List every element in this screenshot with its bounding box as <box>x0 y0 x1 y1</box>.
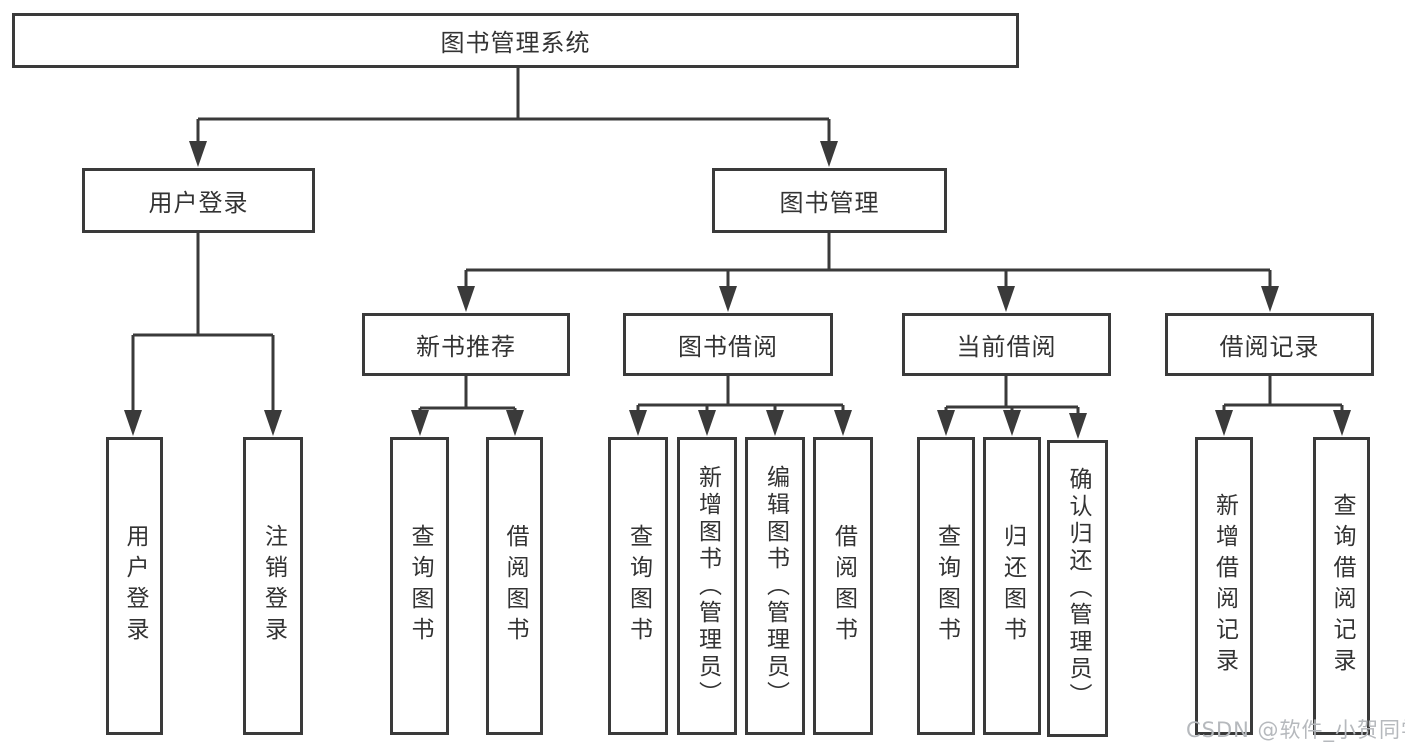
node-label: 用户登录 <box>148 189 249 217</box>
arrowhead <box>820 141 838 167</box>
node-library-management-system: 图书管理系统 <box>12 13 1019 68</box>
arrowhead <box>264 410 282 436</box>
node-user-login: 用户登录 <box>82 168 315 233</box>
arrowhead <box>766 410 784 436</box>
arrowhead <box>629 410 647 436</box>
node-leaf-logout: 注销登录 <box>243 437 303 735</box>
arrowhead <box>937 410 955 436</box>
connector-recommend-to-leaves <box>418 376 517 412</box>
node-label: 借阅图书 <box>830 524 857 648</box>
arrowhead <box>1215 410 1233 436</box>
node-label: 借阅图书 <box>502 524 528 648</box>
node-label: 编辑图书（管理员） <box>762 464 789 708</box>
node-leaf-add-books-admin: 新增图书（管理员） <box>677 437 737 735</box>
arrowhead <box>1003 410 1021 436</box>
node-new-book-recommendation: 新书推荐 <box>362 313 570 376</box>
arrowhead <box>997 286 1015 312</box>
node-leaf-query-books-current: 查询图书 <box>917 437 975 735</box>
node-label: 当前借阅 <box>956 333 1057 361</box>
node-book-borrowing: 图书借阅 <box>623 313 833 376</box>
arrowhead <box>1333 410 1351 436</box>
node-book-management: 图书管理 <box>712 168 947 233</box>
arrowhead <box>1261 286 1279 312</box>
node-label: 图书管理系统 <box>440 29 591 57</box>
node-leaf-query-books-recommend: 查询图书 <box>390 437 449 735</box>
node-label: 查询图书 <box>407 524 433 648</box>
connector-records-to-leaves <box>1222 376 1344 412</box>
node-label: 图书借阅 <box>678 333 778 361</box>
node-label: 新书推荐 <box>416 333 516 361</box>
node-leaf-confirm-return-admin: 确认归还（管理员） <box>1047 440 1108 737</box>
arrowhead <box>189 141 207 167</box>
node-label: 用户登录 <box>122 524 148 648</box>
arrowhead <box>124 410 142 436</box>
connector-userlogin-to-leaves <box>131 233 275 412</box>
node-leaf-borrow-books: 借阅图书 <box>813 437 873 735</box>
arrowhead <box>506 410 524 436</box>
arrowheads <box>124 141 1351 439</box>
connector-bookmgmt-to-level3 <box>464 233 1272 288</box>
connector-group <box>131 68 1344 415</box>
node-label: 查询借阅记录 <box>1329 493 1355 679</box>
node-current-borrowing: 当前借阅 <box>902 313 1111 376</box>
node-leaf-user-login: 用户登录 <box>106 437 163 735</box>
node-leaf-borrow-books-recommend: 借阅图书 <box>486 437 543 735</box>
node-leaf-edit-books-admin: 编辑图书（管理员） <box>745 437 805 735</box>
connector-root-to-level2 <box>196 68 831 143</box>
arrowhead <box>411 410 429 436</box>
node-label: 注销登录 <box>260 524 287 648</box>
node-label: 归还图书 <box>999 524 1026 648</box>
node-leaf-add-borrow-record: 新增借阅记录 <box>1195 437 1253 735</box>
node-borrowing-records: 借阅记录 <box>1165 313 1374 376</box>
node-label: 查询图书 <box>933 524 960 648</box>
connector-current-to-leaves <box>944 376 1080 415</box>
node-label: 新增图书（管理员） <box>694 464 721 708</box>
node-label: 图书管理 <box>779 189 880 217</box>
node-label: 新增借阅记录 <box>1211 493 1238 679</box>
arrowhead <box>834 410 852 436</box>
connector-borrowing-to-leaves <box>636 376 845 412</box>
arrowhead <box>457 286 475 312</box>
arrowhead <box>719 286 737 312</box>
csdn-watermark: CSDN @软件_小贺同学 <box>1186 718 1405 742</box>
node-leaf-query-borrow-record: 查询借阅记录 <box>1313 437 1370 735</box>
node-label: 查询图书 <box>625 524 652 648</box>
arrowhead <box>698 410 716 436</box>
arrowhead <box>1069 413 1087 439</box>
node-leaf-query-books-borrowing: 查询图书 <box>608 437 668 735</box>
node-label: 确认归还（管理员） <box>1065 467 1091 710</box>
node-leaf-return-books: 归还图书 <box>983 437 1041 735</box>
node-label: 借阅记录 <box>1219 333 1320 361</box>
